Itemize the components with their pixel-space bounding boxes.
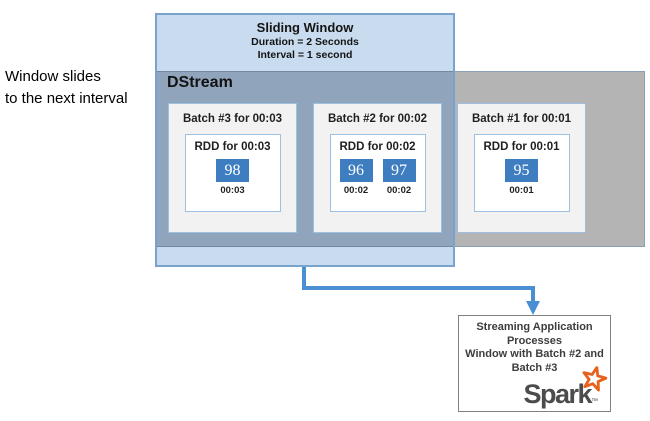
streaming-app-line: Window with Batch #2 and [465,348,604,360]
sliding-window-title: Sliding Window [256,20,354,35]
batch-2-title: Batch #2 for 00:02 [327,113,428,125]
sliding-window-header: Sliding Window Duration = 2 Seconds Inte… [157,15,453,61]
batch-3-cells: 98 00:03 [186,159,280,196]
streaming-app-box: Streaming Application Processes Window w… [458,315,611,412]
batch-1-rdd-box: RDD for 00:01 95 00:01 [473,134,570,212]
batch-3-rdd-title: RDD for 00:03 [194,141,271,153]
batch-1-box: Batch #1 for 00:01 RDD for 00:01 95 00:0… [457,103,586,233]
side-caption-line2: to the next interval [5,90,128,107]
batch-3-rdd-box: RDD for 00:03 98 00:03 [184,134,281,212]
streaming-app-line: Batch #3 [511,361,558,374]
spark-logo: Spark™ [523,366,608,409]
sliding-window-duration: Duration = 2 Seconds [251,36,359,48]
batch-2-box: Batch #2 for 00:02 RDD for 00:02 96 00:0… [313,103,442,233]
rdd-value-column: 97 00:02 [382,159,416,196]
spark-star-icon [582,366,608,392]
batch-2-rdd-title: RDD for 00:02 [339,141,416,153]
batch-1-rdd-title: RDD for 00:01 [483,141,560,153]
rdd-value-column: 96 00:02 [339,159,373,196]
streaming-app-line: Streaming Application [476,321,593,333]
side-caption: Window slides to the next interval [5,66,128,110]
rdd-value-cell: 98 [216,159,249,182]
sliding-window-interval: Interval = 1 second [257,49,353,61]
spark-trademark: ™ [591,398,598,405]
streaming-app-line: Processes [506,334,563,347]
rdd-value-column: 95 00:01 [505,159,538,196]
batch-1-title: Batch #1 for 00:01 [471,113,572,125]
rdd-value-time: 00:02 [386,185,412,196]
side-caption-line1: Window slides [5,68,101,85]
rdd-value-cell: 96 [339,159,373,182]
batch-2-cells: 96 00:02 97 00:02 [331,159,425,196]
batch-2-rdd-box: RDD for 00:02 96 00:02 97 00:02 [329,134,426,212]
rdd-value-column: 98 00:03 [216,159,249,196]
flow-arrow [302,267,540,315]
rdd-value-cell: 97 [382,159,416,182]
batch-1-cells: 95 00:01 [475,159,569,196]
spark-logo-text: Spark [523,379,592,409]
rdd-value-time: 00:02 [343,185,369,196]
dstream-label: DStream [167,74,233,91]
batch-3-box: Batch #3 for 00:03 RDD for 00:03 98 00:0… [168,103,297,233]
batch-3-title: Batch #3 for 00:03 [182,113,283,125]
rdd-value-cell: 95 [505,159,538,182]
rdd-value-time: 00:03 [220,185,245,196]
rdd-value-time: 00:01 [509,185,534,196]
